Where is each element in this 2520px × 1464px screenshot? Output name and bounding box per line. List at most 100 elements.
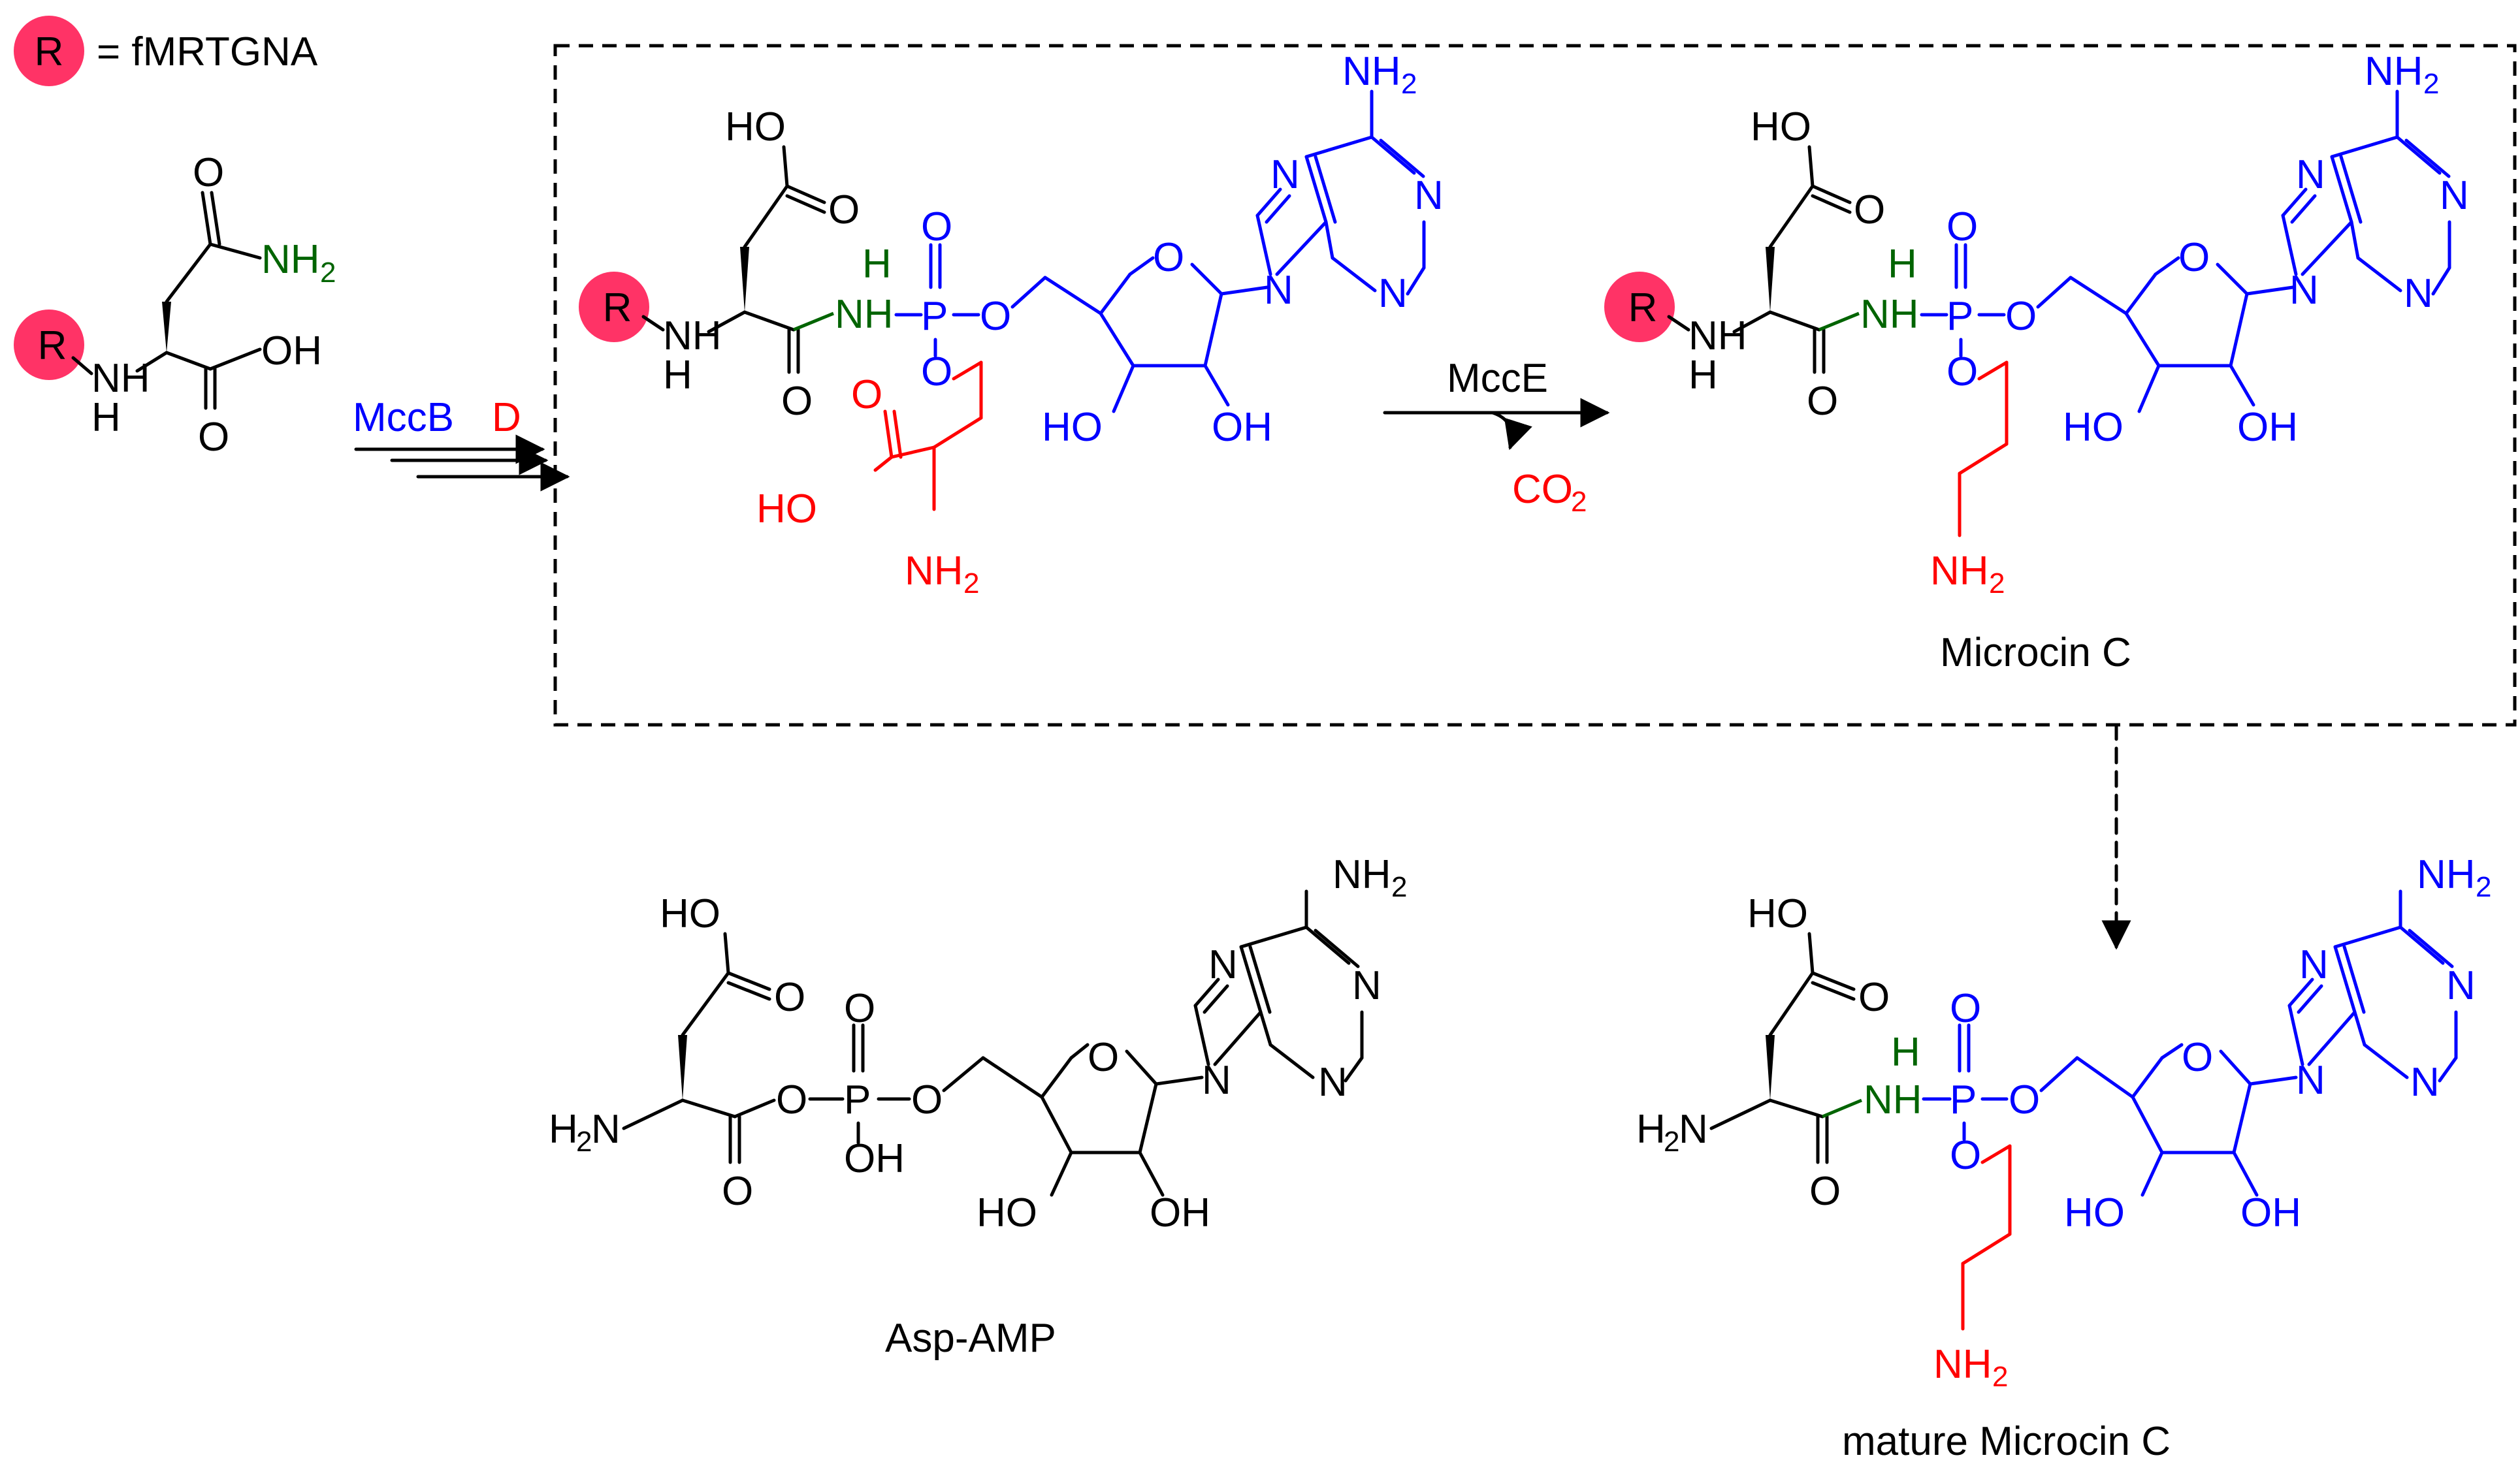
atom-label: OH (2237, 405, 2298, 450)
atom-label: N (2296, 152, 2325, 197)
atom-label: P (1950, 1077, 1977, 1122)
atom-label: O (1854, 187, 1885, 232)
atom-label: P (921, 294, 948, 339)
atom-label: N (2299, 942, 2329, 987)
atom-label: 2 (320, 257, 336, 289)
atom-label: HO (1751, 104, 1811, 150)
atom-label: R (1628, 285, 1658, 330)
atom-label: N (1352, 963, 1381, 1008)
atom-label: NH (2365, 49, 2423, 94)
atom-label: NH (1342, 49, 1401, 94)
atom-label: O (911, 1077, 943, 1122)
atom-label: H (1891, 1030, 1920, 1075)
atom-label: O (2182, 1035, 2213, 1080)
atom-label: HO (756, 486, 817, 532)
atom-label: HO (2064, 1190, 2125, 1235)
compound-label-microcin-c: Microcin C (1940, 630, 2131, 675)
atom-label: O (1947, 349, 1978, 394)
atom-label: N (1414, 173, 1444, 218)
atom-label: H (549, 1107, 578, 1152)
atom-label: O (1950, 986, 1981, 1031)
atom-label: O (1153, 235, 1184, 280)
atom-label: HO (2063, 405, 2124, 450)
asp-amp-structure: H 2 N HO O O O P O OH O O HO (549, 852, 1407, 1361)
atom-label: O (1809, 1169, 1841, 1214)
atom-label: N (2404, 271, 2433, 316)
r-definition: = fMRTGNA (97, 29, 318, 74)
atom-label: N (2446, 963, 2476, 1008)
atom-label: O (851, 372, 882, 417)
atom-label: NH (663, 313, 722, 358)
atom-label: R (38, 323, 67, 368)
first-reaction-arrow: MccB D (353, 395, 570, 492)
atom-label: 2 (1664, 1126, 1679, 1158)
atom-label: NH (1864, 1077, 1922, 1122)
atom-label: P (1947, 294, 1973, 339)
atom-label: N (2410, 1060, 2440, 1105)
byproduct-subscript: 2 (1571, 486, 1587, 518)
enzyme-label-mcce: MccE (1447, 356, 1548, 401)
atom-label: 2 (576, 1126, 592, 1158)
atom-label: 2 (2423, 68, 2439, 100)
atom-label: N (1270, 152, 1300, 197)
atom-label: 2 (2476, 871, 2491, 903)
atom-label: NH (1930, 549, 1989, 594)
atom-label: R (603, 285, 632, 330)
atom-label: O (828, 187, 860, 232)
atom-label: NH (1333, 852, 1391, 897)
atom-label: HO (977, 1190, 1037, 1235)
r-legend: R = fMRTGNA (14, 16, 318, 86)
atom-label: N (1679, 1107, 1708, 1152)
r-badge-icon (14, 16, 84, 86)
enzyme-label-mccb: MccB (353, 395, 454, 440)
atom-label: H (862, 242, 892, 287)
pathway-box (553, 44, 2517, 727)
atom-label: HO (1042, 405, 1103, 450)
byproduct-label: CO (1512, 467, 1573, 512)
atom-label: O (776, 1077, 807, 1122)
atom-label: P (844, 1077, 871, 1122)
microcin-c-structure: R NH H HO O O H NH P O O O NH 2 (1604, 49, 2469, 675)
enzyme-label-d: D (492, 395, 521, 440)
mcce-arrow: MccE CO 2 (1383, 356, 1610, 518)
atom-label: O (2009, 1077, 2040, 1122)
atom-label: O (1947, 204, 1978, 249)
atom-label: NH (905, 549, 963, 594)
atom-label: O (2005, 294, 2037, 339)
r-badge-label: R (35, 29, 64, 74)
atom-label: OH (1150, 1190, 1210, 1235)
atom-label: N (1318, 1060, 1348, 1105)
starting-asparagine: R NH H O NH 2 OH O (14, 150, 336, 460)
compound-label-asp-amp: Asp-AMP (885, 1316, 1056, 1361)
atom-label: O (2178, 235, 2210, 280)
atom-label: HO (1747, 891, 1808, 936)
atom-label: O (921, 204, 952, 249)
atom-label: O (921, 349, 952, 394)
atom-label: N (1208, 942, 1238, 987)
atom-label: O (980, 294, 1011, 339)
atom-label: OH (844, 1136, 905, 1181)
atom-label: 2 (1992, 1361, 2008, 1393)
atom-label: N (2440, 173, 2469, 218)
atom-label: O (781, 379, 813, 424)
atom-label: O (193, 150, 224, 195)
atom-label: NH (2417, 852, 2476, 897)
atom-label: O (722, 1169, 753, 1214)
atom-label: NH (1688, 313, 1747, 358)
atom-label: 2 (963, 567, 979, 599)
r-badge-icon (14, 310, 84, 380)
r-badge-icon (1604, 272, 1675, 342)
atom-label: O (844, 986, 875, 1031)
atom-label: N (1378, 271, 1408, 316)
atom-label: O (774, 975, 805, 1020)
atom-label: OH (261, 328, 322, 374)
atom-label: O (1950, 1133, 1981, 1178)
atom-label: O (1088, 1035, 1119, 1080)
atom-label: OH (2240, 1190, 2301, 1235)
atom-label: H (1636, 1107, 1666, 1152)
atom-label: OH (1212, 405, 1272, 450)
atom-label: 2 (1401, 68, 1417, 100)
atom-label: HO (660, 891, 720, 936)
atom-label: HO (725, 104, 786, 150)
